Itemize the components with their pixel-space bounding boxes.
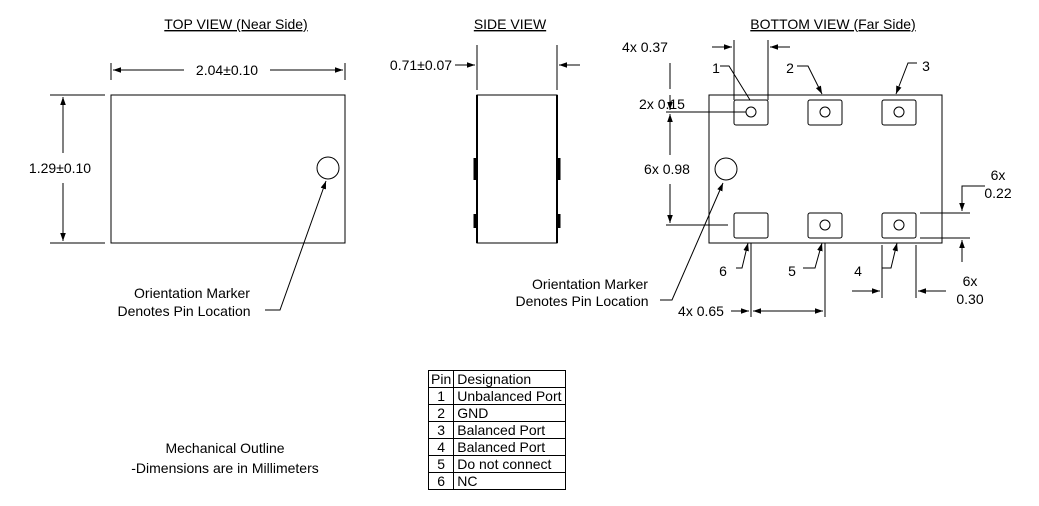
pin-callout-2: 2 <box>786 60 794 76</box>
orientation-marker-dot <box>714 157 738 181</box>
table-row: 3 Balanced Port <box>427 421 566 439</box>
pin-callout-3: 3 <box>922 58 930 74</box>
pad-via <box>893 219 905 231</box>
bottom-view: BOTTOM VIEW (Far Side) 1 2 3 4 5 6 <box>515 16 1011 319</box>
table-cell-designation: Balanced Port <box>453 438 566 456</box>
pin-callout-leader <box>803 242 823 269</box>
pad-pitch-dimension: 4x 0.65 <box>678 303 724 319</box>
top-view-title: TOP VIEW (Near Side) <box>164 16 307 32</box>
table-cell-pin: 6 <box>427 472 455 490</box>
pad-6 <box>733 212 769 239</box>
table-row: 2 GND <box>427 404 566 422</box>
dimension-line <box>959 185 985 211</box>
orientation-marker-label: Denotes Pin Location <box>117 303 250 319</box>
table-cell-designation: Unbalanced Port <box>453 387 566 405</box>
table-cell-designation: NC <box>453 472 566 490</box>
top-view-body <box>110 94 346 244</box>
pad-via <box>819 106 831 118</box>
pad-4 <box>881 212 917 239</box>
pin-callout-4: 4 <box>854 263 862 279</box>
table-cell-pin: 1 <box>427 387 455 405</box>
pad-gap-dimension-value: 0.30 <box>956 291 983 307</box>
bottom-view-body <box>708 94 943 244</box>
pin-designation-table: Pin Designation 1 Unbalanced Port 2 GND … <box>427 370 566 490</box>
orientation-leader-line <box>265 180 327 311</box>
pad-via <box>893 106 905 118</box>
pin-callout-5: 5 <box>788 263 796 279</box>
small-pad-offset-dimension: 2x 0.15 <box>639 96 685 112</box>
pad-2 <box>807 99 843 126</box>
pin-callout-leader <box>882 242 898 269</box>
orientation-marker-dot <box>316 156 340 180</box>
note-units: -Dimensions are in Millimeters <box>131 460 319 476</box>
top-width-dimension: 2.04±0.10 <box>196 62 258 78</box>
pad-5 <box>807 212 843 239</box>
pad-3 <box>881 99 917 126</box>
column-header-designation: Designation <box>453 370 566 388</box>
pin-callout-leader <box>797 65 823 95</box>
pin-callout-leader <box>720 65 751 101</box>
table-cell-pin: 2 <box>427 404 455 422</box>
bottom-view-title: BOTTOM VIEW (Far Side) <box>750 16 915 32</box>
side-thickness-dimension: 0.71±0.07 <box>390 57 452 73</box>
orientation-marker-label: Orientation Marker <box>532 276 648 292</box>
table-header-row: Pin Designation <box>427 370 566 388</box>
pad-height-dimension-value: 0.22 <box>984 185 1011 201</box>
mechanical-outline-note: Mechanical Outline -Dimensions are in Mi… <box>100 438 350 478</box>
orientation-marker-label: Denotes Pin Location <box>515 293 648 309</box>
table-cell-pin: 5 <box>427 455 455 473</box>
top-height-dimension: 1.29±0.10 <box>29 160 91 176</box>
pin-callout-leader <box>895 62 917 95</box>
pad-width-dimension: 4x 0.37 <box>622 39 668 55</box>
orientation-leader-line <box>660 182 724 301</box>
side-view-title: SIDE VIEW <box>474 16 547 32</box>
pad-gap-dimension-count: 6x <box>963 273 978 289</box>
table-row: 4 Balanced Port <box>427 438 566 456</box>
pad-pitch-vertical-dimension: 6x 0.98 <box>644 161 690 177</box>
orientation-marker-label: Orientation Marker <box>134 285 250 301</box>
side-view: SIDE VIEW 0.71±0.07 <box>390 16 580 244</box>
table-cell-designation: Do not connect <box>453 455 566 473</box>
pin-callout-1: 1 <box>712 60 720 76</box>
table-cell-pin: 4 <box>427 438 455 456</box>
table-cell-designation: GND <box>453 404 566 422</box>
note-title: Mechanical Outline <box>165 440 285 456</box>
table-cell-designation: Balanced Port <box>453 421 566 439</box>
pad-height-dimension-count: 6x <box>991 167 1006 183</box>
table-row: 6 NC <box>427 472 566 490</box>
column-header-pin: Pin <box>427 370 455 388</box>
side-view-body <box>476 94 558 244</box>
table-cell-pin: 3 <box>427 421 455 439</box>
table-row: 5 Do not connect <box>427 455 566 473</box>
top-view: TOP VIEW (Near Side) 2.04±0.10 1.29±0.10… <box>29 16 346 319</box>
pin-callout-leader <box>736 242 749 269</box>
pin-callout-6: 6 <box>719 263 727 279</box>
pad-via <box>819 219 831 231</box>
table-row: 1 Unbalanced Port <box>427 387 566 405</box>
